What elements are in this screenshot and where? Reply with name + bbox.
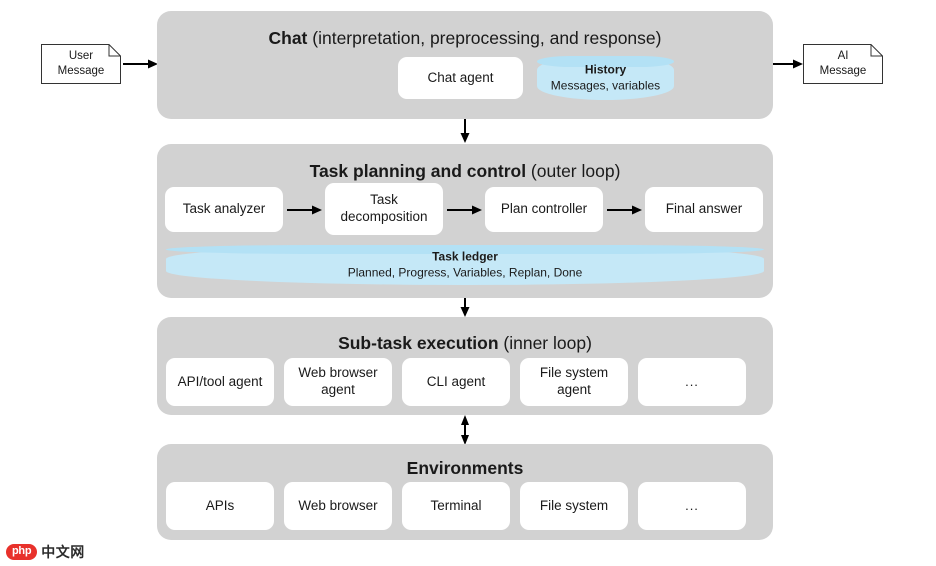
section-sub-task-title-light: (inner loop) [498, 333, 592, 353]
section-task-planning-title: Task planning and control (outer loop) [157, 161, 773, 182]
section-environments-title-bold: Environments [406, 458, 524, 478]
box-more-environments[interactable]: ... [638, 482, 746, 530]
arrow-analyzer-to-decomposition [287, 202, 323, 218]
box-cli-agent-label: CLI agent [426, 373, 486, 389]
box-chat-agent-label: Chat agent [427, 69, 494, 85]
arrow-controller-to-final-answer [607, 202, 643, 218]
box-plan-controller[interactable]: Plan controller [485, 187, 603, 232]
cylinder-history-subtitle: Messages, variables [550, 78, 661, 92]
ai-message-shape [803, 44, 883, 84]
section-task-planning-title-light: (outer loop) [526, 161, 621, 181]
arrow-sub-task-to-environments [457, 415, 473, 445]
box-more-environments-label: ... [685, 497, 699, 513]
cylinder-task-ledger[interactable]: Task ledger Planned, Progress, Variables… [166, 245, 764, 285]
section-chat-title: Chat (interpretation, preprocessing, and… [157, 28, 773, 49]
user-message-line2: Message [57, 65, 105, 77]
box-file-system-label: File system [539, 497, 609, 513]
watermark-text: 中文网 [41, 544, 85, 560]
box-task-decomposition[interactable]: Task decomposition [325, 183, 443, 235]
user-message-box: User Message [41, 44, 121, 84]
box-chat-agent[interactable]: Chat agent [398, 57, 523, 99]
box-api-tool-agent-label: API/tool agent [177, 373, 263, 389]
cylinder-history[interactable]: History Messages, variables [537, 56, 674, 100]
box-task-analyzer[interactable]: Task analyzer [165, 187, 283, 232]
box-task-analyzer-label: Task analyzer [182, 201, 266, 217]
box-terminal-label: Terminal [430, 497, 482, 513]
user-message-line1: User [68, 50, 94, 63]
cylinder-task-ledger-title: Task ledger [432, 249, 498, 264]
cylinder-history-title: History [584, 62, 627, 77]
box-terminal[interactable]: Terminal [402, 482, 510, 530]
box-api-tool-agent[interactable]: API/tool agent [166, 358, 274, 406]
box-apis-label: APIs [205, 497, 235, 513]
section-sub-task-title-bold: Sub-task execution [338, 333, 499, 353]
box-cli-agent[interactable]: CLI agent [402, 358, 510, 406]
arrow-user-to-chat [123, 56, 159, 72]
cylinder-task-ledger-top [166, 245, 764, 254]
user-message-label: User Message [41, 49, 121, 79]
box-web-browser-agent[interactable]: Web browser agent [284, 358, 392, 406]
box-final-answer[interactable]: Final answer [645, 187, 763, 232]
box-more-agents-label: ... [685, 373, 699, 389]
section-task-planning-title-bold: Task planning and control [309, 161, 527, 181]
ai-message-label: AI Message [803, 49, 883, 79]
watermark-badge: php [6, 544, 38, 560]
cylinder-task-ledger-subtitle: Planned, Progress, Variables, Replan, Do… [347, 265, 583, 279]
box-web-browser-agent-label: Web browser agent [298, 365, 378, 397]
box-task-decomposition-label: Task decomposition [340, 192, 428, 224]
box-file-system-agent-label: File system agent [539, 365, 609, 397]
section-chat-title-light: (interpretation, preprocessing, and resp… [307, 28, 662, 48]
cylinder-task-ledger-label: Task ledger Planned, Progress, Variables… [166, 249, 764, 280]
box-apis[interactable]: APIs [166, 482, 274, 530]
box-file-system-agent[interactable]: File system agent [520, 358, 628, 406]
ai-message-line1: AI [837, 50, 849, 63]
section-environments-title: Environments [157, 458, 773, 479]
arrow-chat-to-task-planning [457, 119, 473, 144]
arrow-task-planning-to-sub-task [457, 298, 473, 318]
ai-message-line2: Message [819, 65, 867, 77]
box-web-browser[interactable]: Web browser [284, 482, 392, 530]
section-chat-title-bold: Chat [268, 28, 308, 48]
ai-message-box: AI Message [803, 44, 883, 84]
arrow-decomposition-to-controller [447, 202, 483, 218]
watermark: php 中文网 [6, 542, 85, 562]
box-web-browser-label: Web browser [298, 497, 378, 513]
box-final-answer-label: Final answer [665, 201, 743, 217]
user-message-shape [41, 44, 121, 84]
section-sub-task-title: Sub-task execution (inner loop) [157, 333, 773, 354]
box-more-agents[interactable]: ... [638, 358, 746, 406]
cylinder-history-label: History Messages, variables [537, 62, 674, 93]
box-plan-controller-label: Plan controller [500, 201, 588, 217]
box-file-system[interactable]: File system [520, 482, 628, 530]
cylinder-history-top [537, 56, 674, 67]
